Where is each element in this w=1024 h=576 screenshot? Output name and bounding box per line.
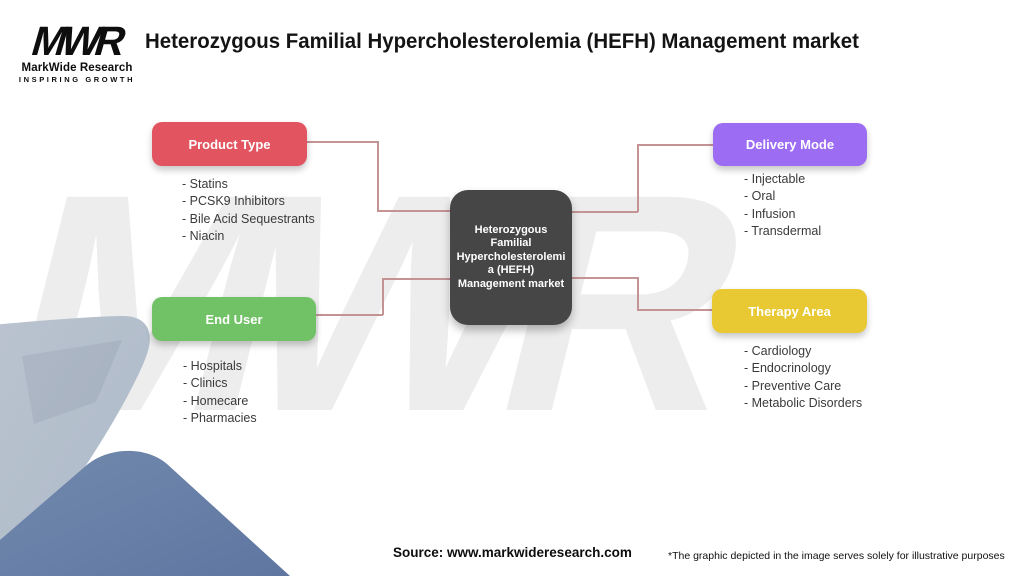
list-item: - Niacin <box>182 229 225 244</box>
logo-company-name: MarkWide Research <box>21 61 133 74</box>
list-item: - PCSK9 Inhibitors <box>182 194 285 209</box>
segment-box-product-type: Product Type <box>152 122 307 166</box>
list-item: - Injectable <box>744 172 806 186</box>
connector-segment <box>307 141 378 143</box>
segment-list-product-type: - Statins - PCSK9 Inhibitors - Bile Acid… <box>182 176 315 246</box>
list-item: - Infusion <box>744 206 796 221</box>
disclaimer-note: *The graphic depicted in the image serve… <box>668 550 1005 562</box>
list-item: - Clinics <box>183 376 228 391</box>
list-item: - Hospitals <box>183 359 243 373</box>
connector-segment <box>377 141 379 211</box>
connector-segment <box>572 277 638 279</box>
list-item: - Endocrinology <box>744 361 831 376</box>
list-item: - Pharmacies <box>183 411 257 426</box>
list-item: - Bile Acid Sequestrants <box>182 211 315 226</box>
segment-box-end-user: End User <box>152 297 316 341</box>
connector-segment <box>382 278 450 280</box>
segment-list-therapy-area: - Cardiology - Endocrinology - Preventiv… <box>744 343 862 413</box>
list-item: - Oral <box>744 189 776 204</box>
logo-tagline: INSPIRING GROWTH <box>18 74 136 84</box>
list-item: - Statins <box>182 177 228 191</box>
segment-list-delivery-mode: - Injectable - Oral - Infusion - Transde… <box>744 171 821 241</box>
connector-segment <box>316 314 383 316</box>
connector-segment <box>382 278 384 315</box>
list-item: - Preventive Care <box>744 378 842 393</box>
watermark-text: MWR <box>0 129 749 476</box>
source-attribution: Source: www.markwideresearch.com <box>393 545 632 560</box>
markwide-research-logo: MWR MarkWide Research INSPIRING GROWTH <box>18 18 136 84</box>
connector-segment <box>377 210 450 212</box>
connector-segment <box>637 309 712 311</box>
segment-box-therapy-area: Therapy Area <box>712 289 867 333</box>
connector-segment <box>572 211 638 213</box>
page-title: Heterozygous Familial Hypercholesterolem… <box>145 29 859 53</box>
list-item: - Homecare <box>183 393 249 408</box>
segment-box-delivery-mode: Delivery Mode <box>713 123 867 166</box>
logo-mwr-monogram: MWR <box>26 18 128 64</box>
connector-segment <box>637 144 713 146</box>
connector-segment <box>637 144 639 212</box>
list-item: - Metabolic Disorders <box>744 396 863 411</box>
list-item: - Cardiology <box>744 344 812 358</box>
list-item: - Transdermal <box>744 224 822 239</box>
connector-segment <box>637 277 639 310</box>
center-market-node: Heterozygous Familial Hypercholesterolem… <box>450 190 572 325</box>
segment-list-end-user: - Hospitals - Clinics - Homecare - Pharm… <box>183 358 257 428</box>
